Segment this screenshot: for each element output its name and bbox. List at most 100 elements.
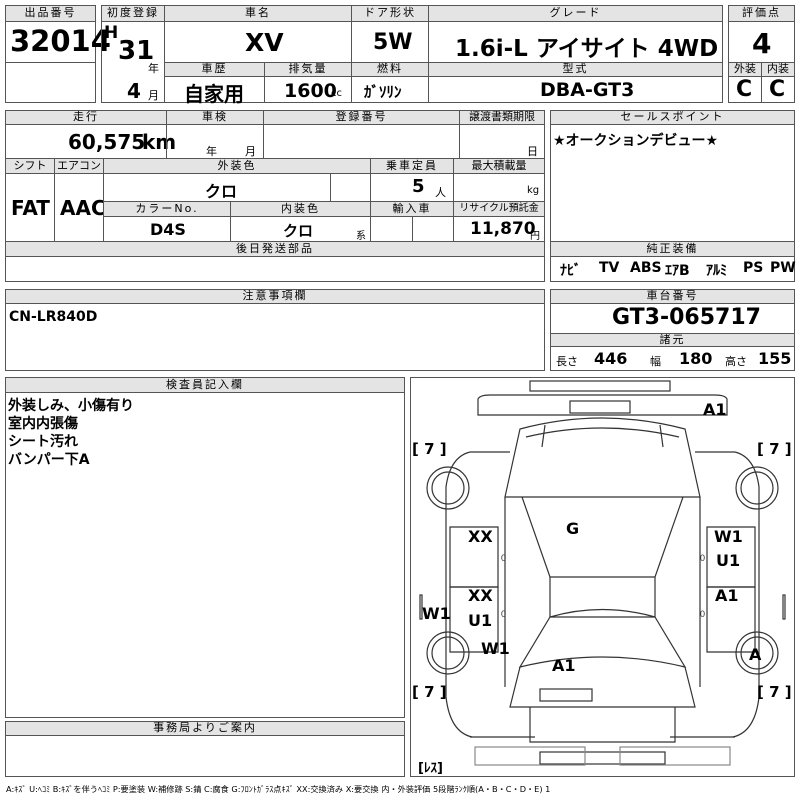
- plate-box: [263, 124, 460, 159]
- mark-front-bumper-right: A1: [703, 400, 727, 419]
- inspector-box: [5, 392, 405, 718]
- exterior-color-divider: [330, 173, 331, 202]
- mark-rear-center: A1: [552, 656, 576, 675]
- import-divider: [412, 216, 413, 242]
- inspector-label: 検査員記入欄: [5, 377, 405, 393]
- height-value: 155: [758, 349, 792, 368]
- lot-number-blank-box: [5, 62, 96, 103]
- sales-point-text: ★オークションデビュー★: [553, 133, 719, 149]
- width-label: 幅: [650, 355, 661, 368]
- equipment-pw: PW: [770, 260, 796, 276]
- car-diagram-box: 0 0 0 0: [410, 377, 795, 777]
- mark-left-side: W1: [422, 604, 451, 623]
- inspector-line-1: 外装しみ、小傷有り: [8, 398, 134, 414]
- mark-front-door-right-u1: U1: [716, 551, 741, 570]
- import-label: 輸入車: [370, 201, 454, 217]
- grade: 1.6i-L アイサイト 4WD: [455, 36, 719, 62]
- equipment-ps: PS: [743, 260, 764, 276]
- registration-month: 4: [127, 79, 141, 103]
- mark-rear-wheel-right: A: [749, 645, 762, 664]
- tire-depth-front-right: [ 7 ]: [757, 440, 792, 458]
- equipment-box: [550, 256, 795, 282]
- seats-label: 乗車定員: [370, 158, 454, 174]
- width-value: 180: [679, 349, 713, 368]
- max-load-label: 最大積載量: [453, 158, 545, 174]
- interior-grade: C: [769, 77, 786, 102]
- era-letter: H: [104, 23, 119, 43]
- lot-number: 32014: [10, 24, 111, 58]
- registration-year: 31: [118, 36, 155, 66]
- mark-rear-door-right: A1: [715, 586, 739, 605]
- chassis-number: GT3-065717: [612, 305, 761, 330]
- interior-color-suffix: 系: [356, 231, 366, 242]
- tire-depth-rear-left: [ 7 ]: [412, 683, 447, 701]
- legend: A:ｷｽﾞ U:ﾍｺﾐ B:ｷｽﾞを伴うﾍｺﾐ P:要塗装 W:補修跡 S:錆 …: [6, 784, 551, 794]
- shift-type: FAT: [11, 196, 50, 220]
- interior-grade-label: 内装: [761, 62, 795, 77]
- panel-marker-zero-1: 0: [501, 553, 506, 563]
- aircon-label: エアコン: [54, 158, 104, 174]
- notes-text: CN-LR840D: [9, 309, 98, 325]
- height-label: 高さ: [725, 355, 747, 368]
- office-label: 事務局よりご案内: [5, 721, 405, 736]
- car-diagram: 0 0 0 0: [419, 380, 786, 766]
- mileage-label: 走行: [5, 110, 167, 125]
- displacement: 1600: [284, 80, 337, 102]
- overall-score: 4: [752, 27, 772, 60]
- panel-marker-zero-2: 0: [501, 609, 506, 619]
- inspection-year-unit: 年: [206, 145, 217, 158]
- notes-box: [5, 303, 545, 371]
- sales-point-label: セールスポイント: [550, 110, 795, 125]
- interior-grade-box: [761, 76, 795, 103]
- equipment-airbag: ｴｱB: [665, 263, 690, 279]
- model-box: [428, 76, 723, 103]
- car-name: XV: [245, 28, 284, 57]
- mileage: 60,575: [68, 130, 146, 154]
- mileage-unit: km: [142, 130, 177, 154]
- fuel-type: ｶﾞｿﾘﾝ: [364, 83, 402, 101]
- inspector-line-4: バンパー下A: [8, 452, 90, 468]
- score-label: 評価点: [728, 5, 795, 22]
- recycle-label: リサイクル預託金: [453, 201, 545, 217]
- exterior-grade: C: [736, 77, 753, 102]
- mark-windshield: G: [566, 519, 580, 538]
- transfer-day-unit: 日: [527, 145, 538, 158]
- mark-rear-quarter-left: W1: [481, 639, 510, 658]
- panel-marker-zero-3: 0: [700, 553, 705, 563]
- office-box: [5, 735, 405, 777]
- usage-history: 自家用: [184, 82, 244, 106]
- later-parts-box: [5, 256, 545, 282]
- panel-marker-zero-4: 0: [700, 609, 705, 619]
- plate-label: 登録番号: [263, 110, 460, 125]
- interior-color: クロ: [283, 222, 314, 240]
- door-type: 5W: [373, 30, 413, 55]
- tire-depth-rear-right: [ 7 ]: [757, 683, 792, 701]
- dimensions-label: 諸元: [550, 333, 795, 347]
- exterior-grade-label: 外装: [728, 62, 762, 77]
- recycle-unit: 円: [530, 231, 540, 242]
- color-number-label: カラーNo.: [103, 201, 231, 217]
- transfer-deadline-label: 譲渡書類期限: [459, 110, 545, 125]
- max-load-unit: kg: [527, 185, 540, 196]
- length-label: 長さ: [556, 355, 578, 368]
- dimensions-box: [550, 346, 795, 371]
- exterior-color-label: 外装色: [103, 158, 371, 174]
- model-label: 型式: [428, 62, 723, 77]
- inspection-month-unit: 月: [245, 145, 256, 158]
- history-label: 車歴: [164, 62, 265, 77]
- aircon-type: AAC: [60, 196, 106, 220]
- seats-unit: 人: [435, 186, 446, 199]
- grade-label: グレード: [428, 5, 723, 22]
- year-unit: 年: [148, 62, 159, 75]
- later-parts-label: 後日発送部品: [5, 241, 545, 257]
- mark-front-door-right-w1: W1: [714, 527, 743, 546]
- lot-number-label: 出品番号: [5, 5, 96, 22]
- exterior-color: クロ: [205, 182, 238, 201]
- inspector-line-2: 室内内張傷: [8, 416, 78, 432]
- model-code: DBA-GT3: [540, 79, 635, 101]
- inspection-label: 車検: [166, 110, 264, 125]
- month-unit: 月: [148, 89, 159, 102]
- car-name-label: 車名: [164, 5, 352, 22]
- color-number: D4S: [150, 220, 186, 239]
- recycle-fee: 11,870: [470, 219, 536, 239]
